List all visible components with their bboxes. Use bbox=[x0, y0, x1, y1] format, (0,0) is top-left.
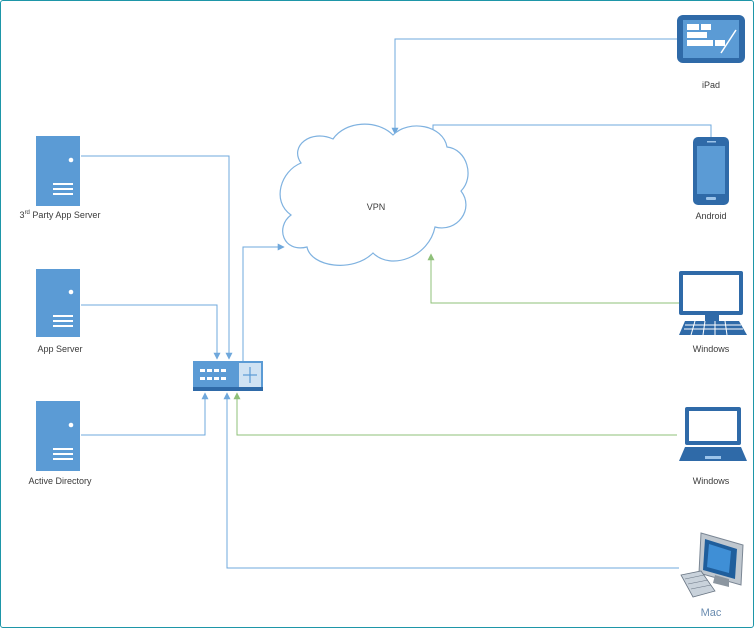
third-party-label-sup: rd bbox=[24, 210, 30, 216]
mac-computer-icon bbox=[680, 532, 744, 598]
windows-laptop-label: Windows bbox=[692, 476, 730, 486]
tablet-icon bbox=[677, 15, 745, 63]
link-android-to-vpn bbox=[429, 124, 712, 140]
server-icon-third-party bbox=[36, 136, 80, 206]
laptop-icon bbox=[679, 407, 747, 461]
ipad-label: iPad bbox=[701, 80, 720, 90]
server-icon-active-directory bbox=[36, 401, 80, 471]
link-windows-laptop-to-switch bbox=[233, 392, 677, 436]
app-server-label: App Server bbox=[37, 344, 83, 354]
link-switch-to-vpn bbox=[242, 243, 285, 361]
vpn-cloud-icon bbox=[279, 123, 469, 266]
server-icon-app bbox=[36, 269, 80, 337]
link-app-server-to-switch bbox=[81, 304, 221, 360]
link-active-directory-to-switch bbox=[81, 392, 209, 436]
link-ipad-to-vpn bbox=[391, 38, 677, 135]
smartphone-icon bbox=[693, 137, 729, 205]
android-label: Android bbox=[695, 211, 727, 221]
network-switch-icon bbox=[193, 361, 263, 391]
third-party-label-rest: Party App Server bbox=[29, 210, 101, 220]
desktop-computer-icon bbox=[679, 271, 747, 336]
third-party-app-server-label: 3rd Party App Server bbox=[5, 210, 115, 220]
third-party-label-prefix: 3 bbox=[19, 210, 25, 220]
link-third-party-to-switch bbox=[81, 155, 233, 360]
active-directory-label: Active Directory bbox=[28, 476, 92, 486]
link-mac-to-switch bbox=[223, 392, 679, 569]
windows-desktop-label: Windows bbox=[692, 344, 730, 354]
mac-label: Mac bbox=[700, 607, 722, 619]
link-windows-desktop-to-vpn bbox=[427, 253, 679, 304]
vpn-label: VPN bbox=[366, 202, 386, 212]
